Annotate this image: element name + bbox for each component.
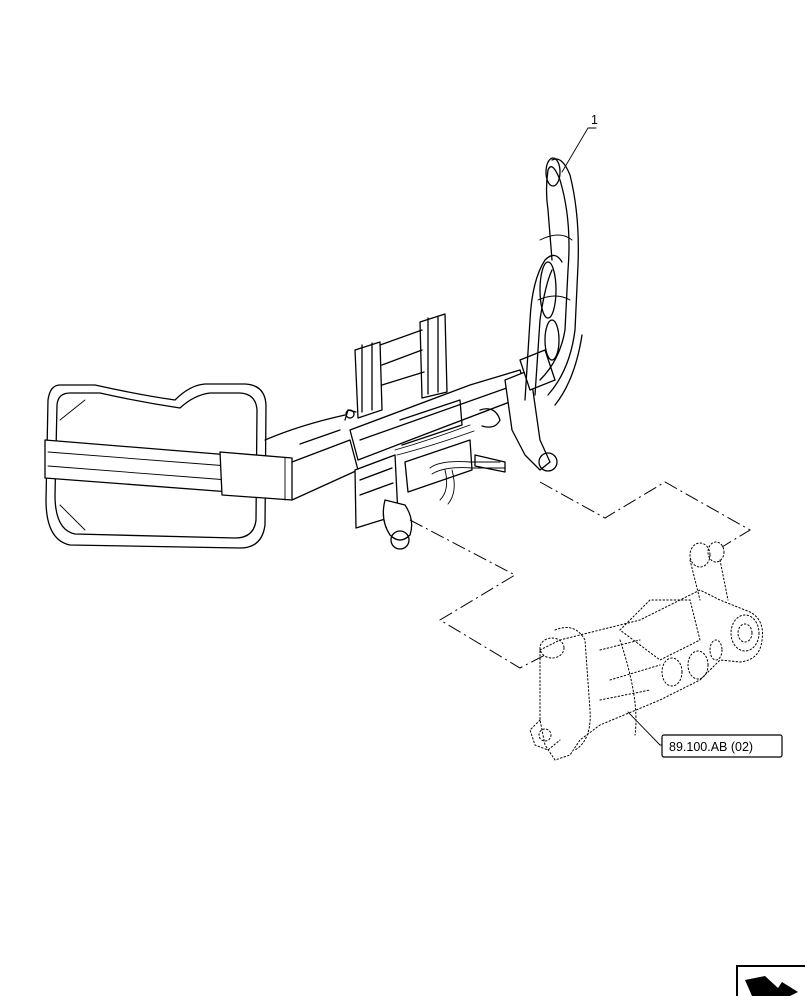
bale-clamp-assembly (44, 157, 583, 550)
connection-lines (409, 481, 751, 669)
reference-callout-box[interactable] (661, 734, 783, 758)
next-page-arrow-icon[interactable] (736, 965, 805, 996)
callout-part-1: 1 (591, 113, 598, 127)
reference-carrier-outline (529, 541, 763, 761)
reference-callout-label[interactable]: 89.100.AB (02) (669, 740, 753, 754)
leader-line-part-1 (561, 127, 597, 173)
leader-line-reference (627, 711, 666, 746)
